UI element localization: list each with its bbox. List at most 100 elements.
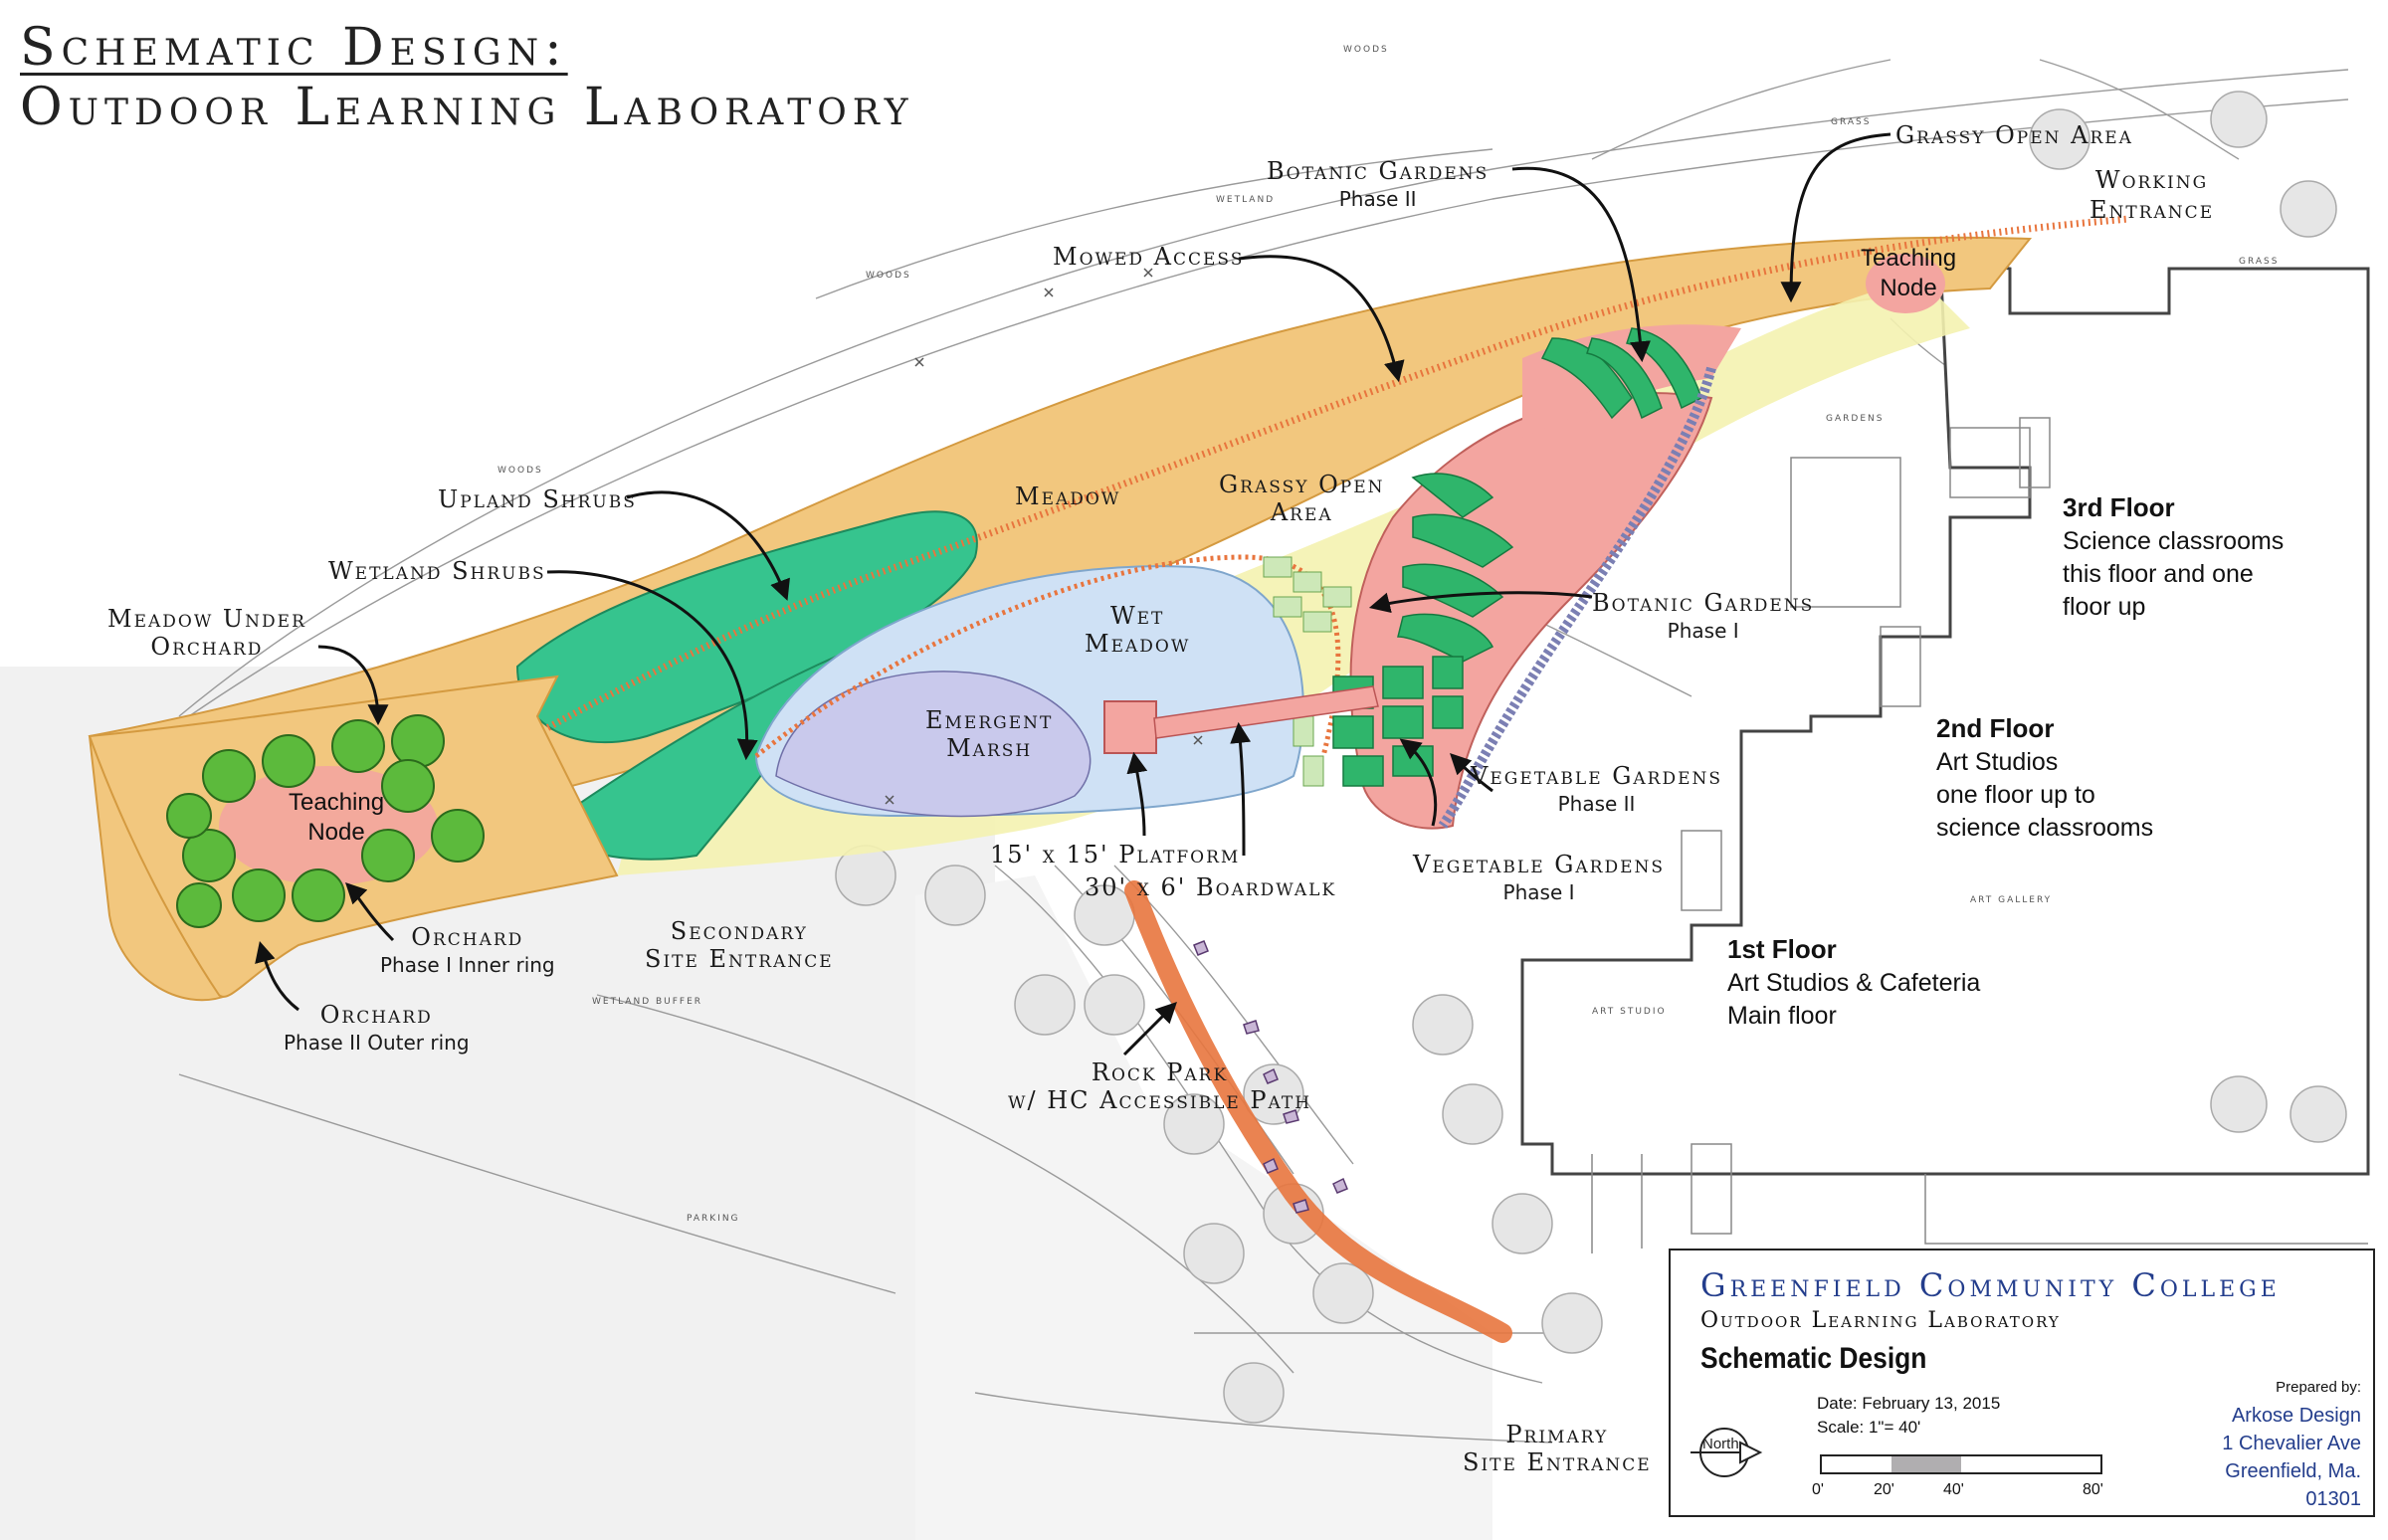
label-vegetable-gardens-phase-2: Vegetable Gardens Phase II [1471, 762, 1722, 818]
meadow-under-orchard-line-2: Orchard [150, 633, 264, 661]
secondary-entrance-line-2: Site Entrance [645, 945, 834, 973]
vegetable-gardens-2-title: Vegetable Gardens [1471, 762, 1723, 790]
floor-1-title: 1st Floor [1727, 934, 1837, 964]
college-name: Greenfield Community College [1700, 1266, 2281, 1304]
primary-entrance-line-1: Primary [1505, 1421, 1609, 1448]
rock-park-line-2: w/ HC Accessible Path [1008, 1086, 1312, 1114]
scale-tick-80: 80' [2083, 1481, 2103, 1498]
sheet-heading: Schematic Design: Outdoor Learning Labor… [20, 18, 914, 137]
note-parking: PARKING [687, 1214, 740, 1224]
floor-3-desc-1: Science classrooms [2063, 527, 2285, 555]
label-orchard-inner: Orchard Phase I Inner ring [380, 923, 555, 979]
heading-line-1: Schematic Design: [20, 18, 568, 78]
botanic-gardens-mid-title: Botanic Gardens [1592, 589, 1815, 617]
rock-park-line-1: Rock Park [1091, 1059, 1229, 1086]
orchard-outer-title: Orchard [319, 1001, 433, 1029]
label-primary-site-entrance: Primary Site Entrance [1463, 1421, 1652, 1476]
label-platform: 15' x 15' Platform [990, 841, 1241, 868]
scale-bar [1820, 1454, 2102, 1474]
vegetable-gardens-1-phase: Phase I [1502, 880, 1575, 904]
wet-meadow-line-2: Meadow [1085, 630, 1191, 658]
working-entrance-line-1: Working [2094, 166, 2209, 194]
label-rock-park: Rock Park w/ HC Accessible Path [1008, 1059, 1311, 1114]
label-grassy-open-area-top: Grassy Open Area [1895, 121, 2133, 149]
building-outline [1520, 257, 2370, 1176]
floor-note-3rd: 3rd Floor Science classrooms this floor … [2063, 491, 2284, 624]
wet-meadow-line-1: Wet [1109, 602, 1165, 630]
title-block: Greenfield Community College Outdoor Lea… [1669, 1249, 2375, 1517]
note-woods-3: WOODS [498, 466, 543, 476]
note-woods-2: WOODS [866, 271, 911, 281]
firm-address-1: 1 Chevalier Ave [2222, 1433, 2361, 1454]
floor-2-desc-3: science classrooms [1936, 814, 2154, 842]
boardwalk [1153, 685, 1379, 739]
north-arrow: North [1691, 1428, 1763, 1477]
grassy-open-area-mid-line-1: Grassy Open [1219, 471, 1385, 498]
botanic-gardens-top-title: Botanic Gardens [1267, 157, 1490, 185]
floor-2-desc-1: Art Studios [1936, 748, 2059, 776]
rocks [1193, 940, 1348, 1214]
label-secondary-site-entrance: Secondary Site Entrance [645, 917, 834, 973]
label-botanic-gardens-phase-1: Botanic Gardens Phase I [1592, 589, 1814, 645]
floor-1-desc-1: Art Studios & Cafeteria [1727, 969, 1981, 997]
firm-name: Arkose Design [2231, 1405, 2361, 1427]
secondary-entrance-line-1: Secondary [670, 917, 808, 945]
label-working-entrance: Working Entrance [2090, 165, 2214, 225]
future-garden-beds [1263, 556, 1352, 787]
teaching-node-orchard-line-1: Teaching [289, 789, 385, 816]
scale-tick-20: 20' [1874, 1481, 1894, 1498]
label-boardwalk: 30' x 6' Boardwalk [1085, 873, 1337, 901]
label-botanic-gardens-phase-2: Botanic Gardens Phase II [1267, 157, 1489, 213]
faded-trees [835, 91, 2347, 1424]
building-interior-lines [1591, 417, 2368, 1253]
primary-entrance-line-2: Site Entrance [1463, 1448, 1652, 1476]
floor-2-desc-2: one floor up to [1936, 781, 2095, 809]
scale-tick-0: 0' [1812, 1481, 1824, 1498]
label-mowed-access: Mowed Access [1053, 243, 1245, 271]
vegetable-gardens-1-title: Vegetable Gardens [1413, 851, 1666, 878]
floor-3-desc-3: floor up [2063, 593, 2146, 621]
vegetable-gardens-2-phase: Phase II [1557, 792, 1636, 816]
floor-3-title: 3rd Floor [2063, 492, 2175, 522]
label-meadow-under-orchard: Meadow Under Orchard [107, 605, 306, 661]
fence-marks [885, 268, 1203, 805]
working-entrance-line-2: Entrance [2090, 196, 2215, 224]
label-upland-shrubs: Upland Shrubs [438, 485, 637, 513]
north-label: North [1702, 1436, 1739, 1452]
drawing-date: Date: February 13, 2015 [1817, 1394, 2001, 1413]
grassy-open-area-mid-line-2: Area [1270, 498, 1333, 526]
teaching-node-entrance-line-2: Node [1880, 275, 1937, 301]
floor-1-desc-2: Main floor [1727, 1002, 1837, 1030]
note-wetland-buffer: WETLAND BUFFER [592, 997, 703, 1007]
botanic-gardens-mid-phase: Phase I [1667, 619, 1739, 643]
upland-shrubs-zone [515, 510, 978, 744]
orchard-outer-phase: Phase II Outer ring [284, 1031, 470, 1055]
botanic-gardens-top-phase: Phase II [1338, 187, 1417, 211]
label-emergent-marsh: Emergent Marsh [925, 706, 1053, 762]
note-wetland: WETLAND [1216, 195, 1276, 205]
prepared-by-label: Prepared by: [2276, 1379, 2361, 1396]
note-gardens: GARDENS [1826, 414, 1885, 424]
teaching-node-entrance: Teaching Node [1861, 244, 1956, 303]
teaching-node-orchard: Teaching Node [289, 788, 384, 848]
label-orchard-outer: Orchard Phase II Outer ring [284, 1001, 470, 1057]
lab-name: Outdoor Learning Laboratory [1700, 1308, 2061, 1333]
note-grass-1: GRASS [1831, 117, 1872, 127]
orchard-trees [166, 714, 485, 928]
date-scale: Date: February 13, 2015 Scale: 1"= 40' [1817, 1392, 2000, 1440]
label-vegetable-gardens-phase-1: Vegetable Gardens Phase I [1413, 851, 1665, 906]
note-grass-2: GRASS [2239, 257, 2280, 267]
note-art-gallery: ART GALLERY [1970, 895, 2053, 905]
label-wet-meadow: Wet Meadow [1085, 602, 1190, 658]
floor-note-2nd: 2nd Floor Art Studios one floor up to sc… [1936, 712, 2153, 845]
drawing-scale: Scale: 1"= 40' [1817, 1418, 1921, 1437]
prepared-by-block: Prepared by: Arkose Design 1 Chevalier A… [2222, 1372, 2361, 1513]
callout-arrows [255, 132, 1891, 1057]
orchard-inner-phase: Phase I Inner ring [380, 953, 555, 977]
platform [1103, 700, 1157, 754]
label-grassy-open-area-mid: Grassy Open Area [1219, 471, 1385, 526]
floor-3-desc-2: this floor and one [2063, 560, 2254, 588]
floor-2-title: 2nd Floor [1936, 713, 2055, 743]
